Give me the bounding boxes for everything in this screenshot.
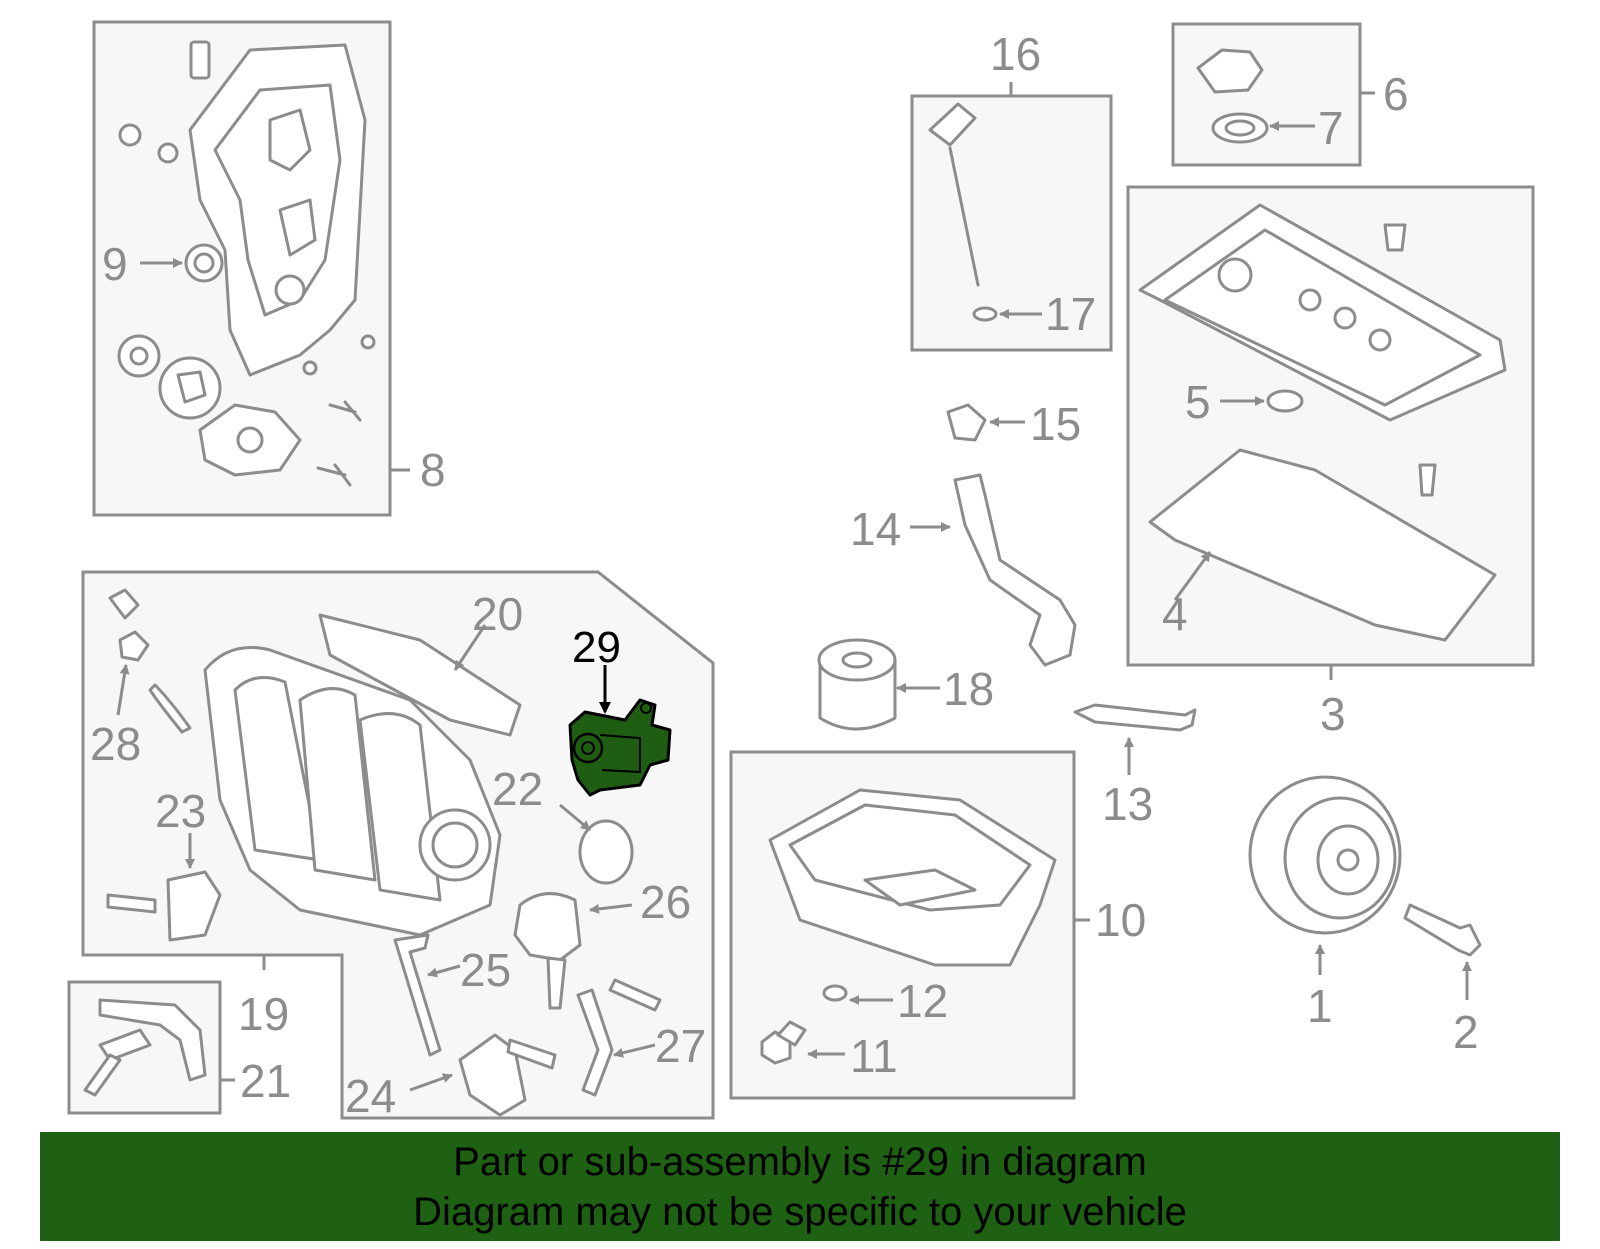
box-dipstick-group xyxy=(910,94,1113,352)
box-intake-manifold-group xyxy=(81,570,715,1120)
part-2-bolt xyxy=(1403,903,1482,957)
banner-line-part: Part or sub-assembly is #29 in diagram xyxy=(453,1139,1147,1184)
box-valve-cover-group xyxy=(1126,185,1535,667)
callout-24: 24 xyxy=(345,1070,396,1122)
callout-25: 25 xyxy=(460,944,511,996)
callout-2: 2 xyxy=(1453,1006,1479,1058)
callout-7: 7 xyxy=(1318,102,1344,154)
callout-23: 23 xyxy=(155,785,206,837)
callout-28: 28 xyxy=(90,718,141,770)
part-14-oil-strainer xyxy=(953,473,1077,667)
callout-22: 22 xyxy=(492,763,543,815)
callout-1: 1 xyxy=(1307,980,1333,1032)
callout-26: 26 xyxy=(640,876,691,928)
info-banner: Part or sub-assembly is #29 in diagram D… xyxy=(40,1132,1560,1241)
callout-16: 16 xyxy=(990,28,1041,80)
part-29-highlighted xyxy=(568,698,672,797)
callout-8: 8 xyxy=(420,444,446,496)
callout-17: 17 xyxy=(1045,288,1096,340)
box-bracket-group xyxy=(67,980,222,1115)
callout-12: 12 xyxy=(897,975,948,1027)
callout-11: 11 xyxy=(850,1030,898,1082)
callout-15: 15 xyxy=(1030,398,1081,450)
box-oil-pan-group xyxy=(729,750,1076,1100)
callout-27: 27 xyxy=(655,1020,706,1072)
callout-29: 29 xyxy=(572,623,621,672)
callout-3: 3 xyxy=(1320,688,1346,740)
callout-10: 10 xyxy=(1095,894,1146,946)
box-oil-cap-group xyxy=(1171,22,1362,167)
callout-21: 21 xyxy=(240,1055,291,1107)
callout-6: 6 xyxy=(1383,68,1409,120)
callout-5: 5 xyxy=(1185,376,1211,428)
part-1-crank-pulley xyxy=(1248,775,1402,935)
callout-14: 14 xyxy=(850,503,901,555)
part-13-sealant xyxy=(1073,703,1197,732)
callout-4: 4 xyxy=(1162,588,1188,640)
callout-9: 9 xyxy=(102,238,128,290)
part-18-oil-filter xyxy=(817,638,897,731)
callout-19: 19 xyxy=(238,988,289,1040)
callout-18: 18 xyxy=(943,663,994,715)
banner-line-disclaimer: Diagram may not be specific to your vehi… xyxy=(413,1189,1187,1234)
part-15-gasket xyxy=(946,403,987,442)
callout-20: 20 xyxy=(472,588,523,640)
callout-13: 13 xyxy=(1102,778,1153,830)
box-timing-cover-group xyxy=(92,20,392,517)
